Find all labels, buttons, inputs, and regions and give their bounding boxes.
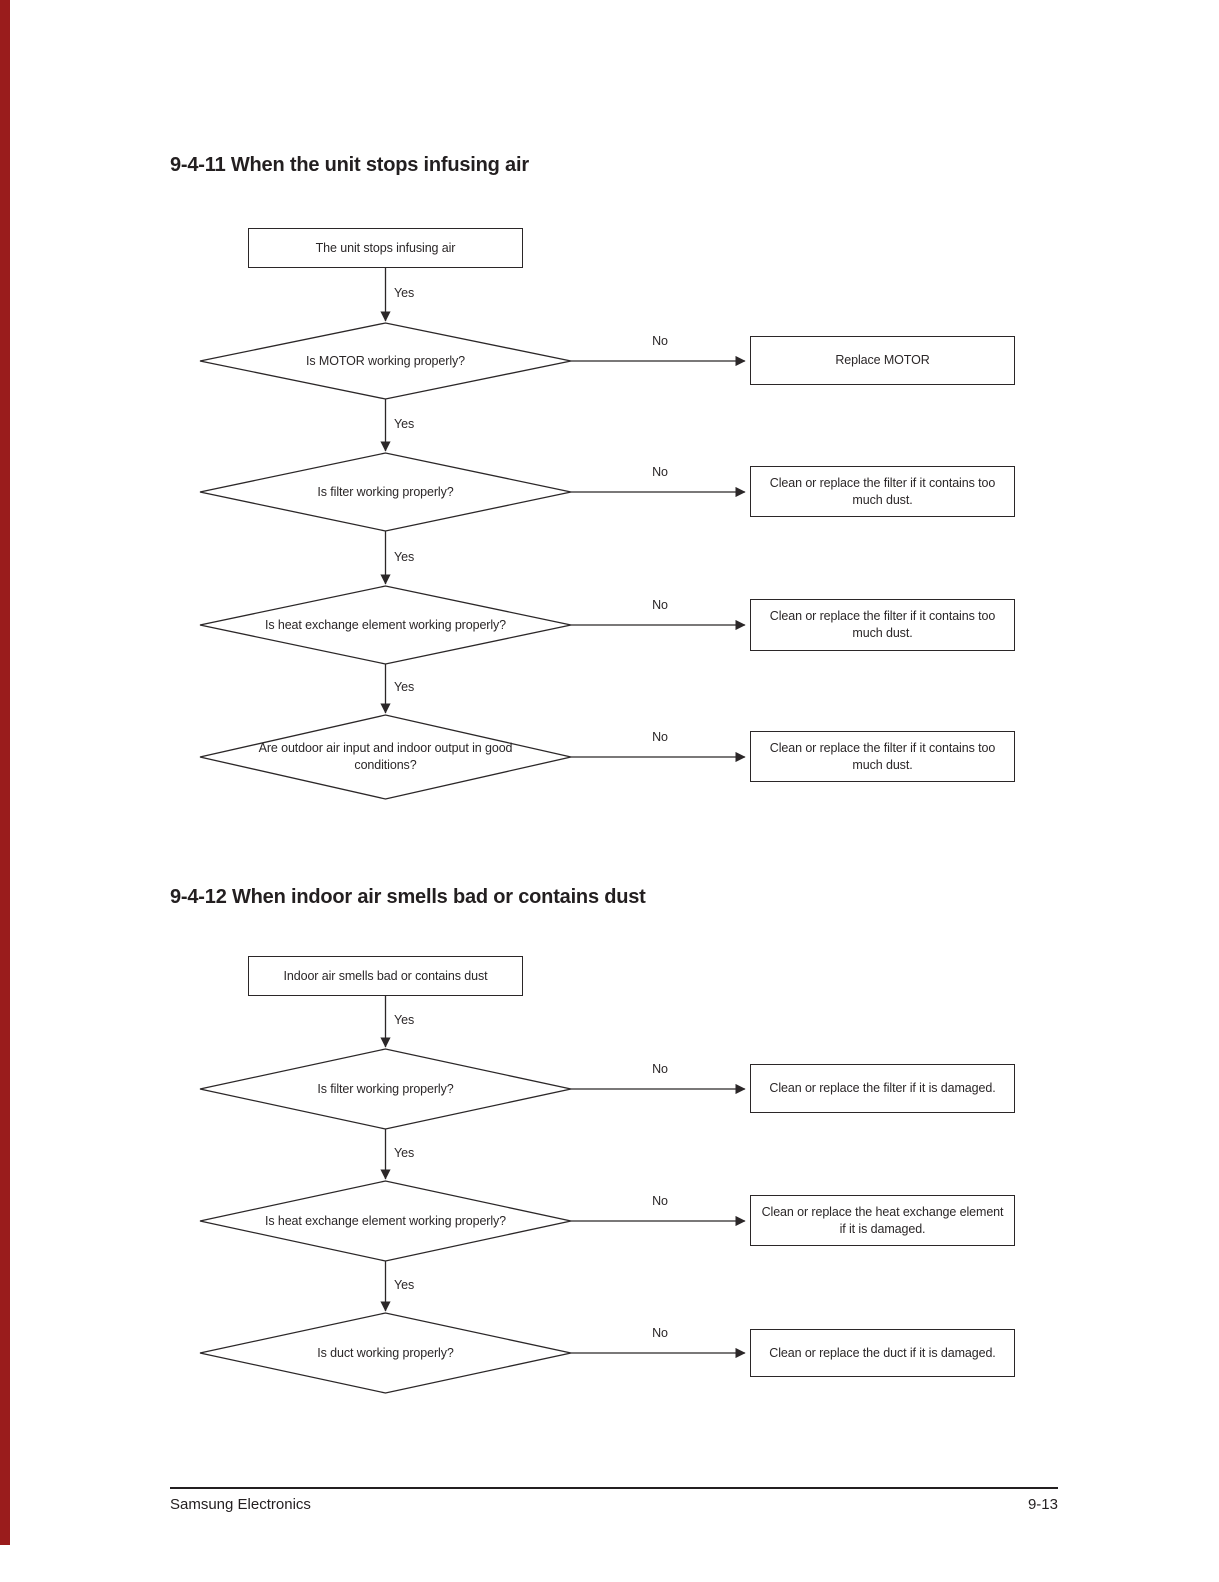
s1-yes-label-4: Yes <box>394 680 415 694</box>
s2-question-1: Is filter working properly? <box>317 1081 454 1096</box>
s2-action-box-2: Clean or replace the heat exchange eleme… <box>750 1195 1015 1246</box>
s1-yes-label-2: Yes <box>394 417 415 431</box>
s1-yes-label-1: Yes <box>394 286 415 300</box>
s2-no-label-2: No <box>652 1194 668 1208</box>
section1-title: 9-4-11 When the unit stops infusing air <box>170 154 529 176</box>
s2-yes-label-3: Yes <box>394 1278 415 1292</box>
s1-no-label-1: No <box>652 334 668 348</box>
s2-action-box-3: Clean or replace the duct if it is damag… <box>750 1329 1015 1377</box>
s1-question-1: Is MOTOR working properly? <box>305 353 466 368</box>
s2-yes-label-2: Yes <box>394 1146 415 1160</box>
s2-start-box: Indoor air smells bad or contains dust <box>248 956 523 996</box>
s1-action-box-2: Clean or replace the filter if it contai… <box>750 466 1015 517</box>
s1-yes-label-3: Yes <box>394 550 415 564</box>
page-footer: Samsung Electronics 9-13 <box>170 1487 1058 1513</box>
s1-start-box: The unit stops infusing air <box>248 228 523 268</box>
s1-no-label-3: No <box>652 598 668 612</box>
s2-no-label-1: No <box>652 1062 668 1076</box>
s1-question-2: Is filter working properly? <box>317 484 454 499</box>
section2-title: 9-4-12 When indoor air smells bad or con… <box>170 886 646 908</box>
s1-no-label-4: No <box>652 730 668 744</box>
s1-action-box-1: Replace MOTOR <box>750 336 1015 385</box>
s2-action-box-1: Clean or replace the filter if it is dam… <box>750 1064 1015 1113</box>
footer-company: Samsung Electronics <box>170 1496 311 1513</box>
s1-action-box-3: Clean or replace the filter if it contai… <box>750 599 1015 651</box>
s2-no-label-3: No <box>652 1326 668 1340</box>
s2-question-3: Is duct working properly? <box>317 1345 454 1360</box>
footer-page-number: 9-13 <box>1027 1496 1058 1513</box>
s2-yes-label-1: Yes <box>394 1013 415 1027</box>
left-edge-accent-bar <box>0 0 10 1545</box>
s2-question-2: Is heat exchange element working properl… <box>264 1213 507 1228</box>
s1-action-box-4: Clean or replace the filter if it contai… <box>750 731 1015 782</box>
s1-question-3: Is heat exchange element working properl… <box>264 617 507 632</box>
s1-no-label-2: No <box>652 465 668 479</box>
s1-question-4: Are outdoor air input and indoor output … <box>258 741 513 772</box>
